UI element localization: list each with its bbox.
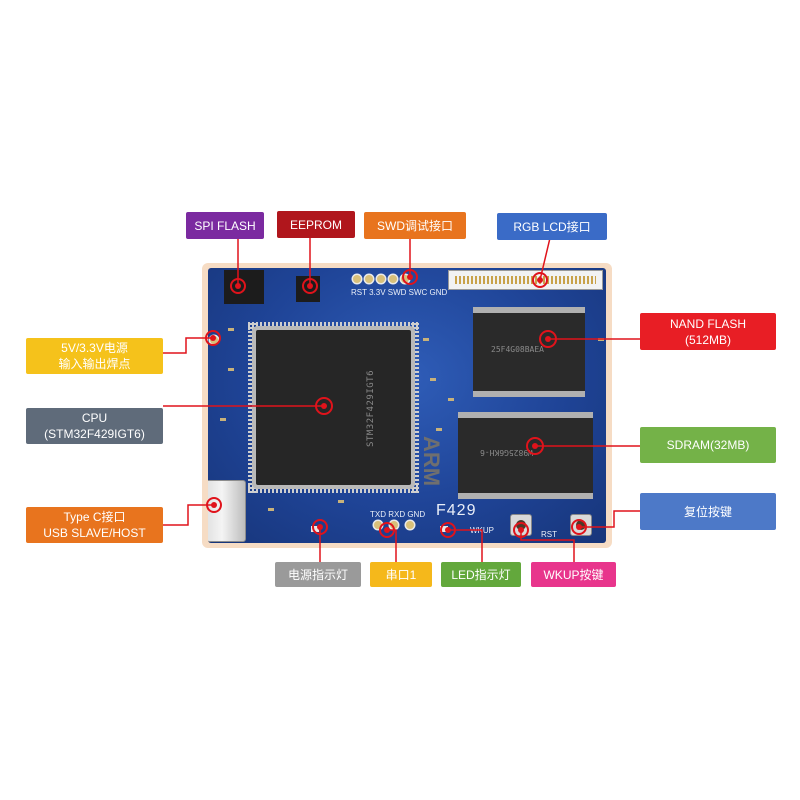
callout-line1: WKUP按键 [543,567,604,582]
callout-wkup-key: WKUP按键 [531,562,616,587]
smd-part [228,368,234,371]
swd-silk: RST 3.3V SWD SWC GND [351,288,448,297]
smd-part [598,338,604,341]
wkup-silk: WKUP [470,526,494,535]
callout-eeprom: EEPROM [277,211,355,238]
callout-uart1: 串口1 [370,562,432,587]
mcu-marking: STM32F429IGT6 [366,370,376,447]
callout-line1: SPI FLASH [194,218,256,233]
swd-pad [377,275,385,283]
type-c-connector [208,480,246,542]
callout-swd: SWD调试接口 [364,212,466,239]
callout-line1: LED指示灯 [451,567,511,582]
nand-chip: 25F4G08BAEA [473,313,585,391]
callout-cpu: CPU (STM32F429IGT6) [26,408,163,444]
swd-pad [401,275,409,283]
callout-reset-key: 复位按键 [640,493,776,530]
callout-line1: EEPROM [289,217,342,232]
rst-silk: RST [541,530,557,539]
smd-part [268,508,274,511]
callout-line2: USB SLAVE/HOST [43,526,146,540]
smd-part [430,378,436,381]
callout-line1: 串口1 [385,567,417,582]
callout-led: LED指示灯 [441,562,521,587]
callout-nand-flash: NAND FLASH (512MB) [640,313,776,350]
uart-pad [406,521,414,529]
power-pad [210,336,218,344]
callout-line1: RGB LCD接口 [513,219,591,234]
sdram-chip: W9825G6KH-6 [458,418,593,493]
mcu-chip: STM32F429IGT6 ARM [256,330,444,486]
callout-line1: SDRAM(32MB) [666,438,750,452]
callout-line2: 输入输出焊点 [58,357,131,371]
spi-flash-chip [224,270,264,304]
smd-part [228,328,234,331]
callout-spi-flash: SPI FLASH [186,212,264,239]
callout-rgb-lcd: RGB LCD接口 [497,213,607,240]
callout-power-led: 电源指示灯 [275,562,361,587]
eeprom-chip [296,276,320,302]
uart-pad [390,521,398,529]
callout-line1: 5V/3.3V电源 [61,341,128,355]
arm-logo: ARM [419,435,445,487]
nand-marking: 25F4G08BAEA [491,345,544,354]
model-silk: F429 [436,502,477,519]
power-led [311,526,319,532]
smd-part [448,398,454,401]
pcb-board: STM32F429IGT6 ARM 25F4G08BAEA W9825G6KH-… [208,268,606,543]
reset-button [570,514,592,536]
callout-line1: 电源指示灯 [287,567,348,582]
callout-line1: SWD调试接口 [377,218,453,233]
swd-pad [365,275,373,283]
callout-sdram: SDRAM(32MB) [640,427,776,463]
callout-line1: CPU [81,411,108,425]
wkup-button [510,514,532,536]
callout-line1: 复位按键 [683,504,732,519]
callout-power-pads: 5V/3.3V电源 输入输出焊点 [26,338,163,374]
rgb-lcd-connector [448,270,603,290]
callout-line2: (STM32F429IGT6) [44,427,145,441]
uart-silk: TXD RXD GND [370,510,426,519]
status-led [440,526,448,532]
callout-line1: NAND FLASH [669,316,746,331]
callout-line2: (512MB) [684,332,731,347]
sdram-marking: W9825G6KH-6 [480,448,533,457]
swd-pad [353,275,361,283]
smd-part [423,338,429,341]
smd-part [220,418,226,421]
callout-line1: Type C接口 [63,510,126,524]
callout-type-c: Type C接口 USB SLAVE/HOST [26,507,163,543]
smd-part [338,500,344,503]
uart-pad [374,521,382,529]
swd-pad [389,275,397,283]
smd-part [436,428,442,431]
